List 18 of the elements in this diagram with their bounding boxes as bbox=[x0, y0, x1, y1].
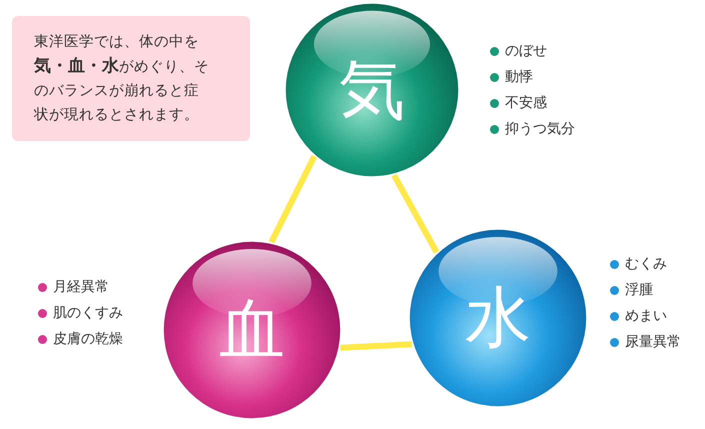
list-item: めまい bbox=[625, 307, 667, 325]
connector-line bbox=[268, 155, 317, 244]
list-item: むくみ bbox=[625, 255, 667, 273]
connector-line bbox=[340, 341, 412, 351]
list-item: 抑うつ気分 bbox=[505, 120, 575, 138]
list-item: 尿量異常 bbox=[625, 333, 681, 351]
sphere-label: 気 bbox=[338, 57, 406, 123]
sphere-label: 水 bbox=[464, 285, 532, 351]
list-item: 浮腫 bbox=[625, 281, 653, 299]
list-item: 肌のくすみ bbox=[53, 304, 123, 322]
list-item: 皮膚の乾燥 bbox=[53, 330, 123, 348]
connector-line bbox=[391, 174, 440, 254]
list-item: のぼせ bbox=[505, 42, 547, 60]
note-box: 東洋医学では、体の中を気・血・水がめぐり、そのバランスが崩れると症状が現れるとされます。 bbox=[12, 16, 250, 141]
sphere-label: 血 bbox=[218, 297, 286, 363]
list-item: 不安感 bbox=[505, 94, 547, 112]
list-item: 月経異常 bbox=[53, 278, 109, 296]
list-item: 動悸 bbox=[505, 68, 533, 86]
